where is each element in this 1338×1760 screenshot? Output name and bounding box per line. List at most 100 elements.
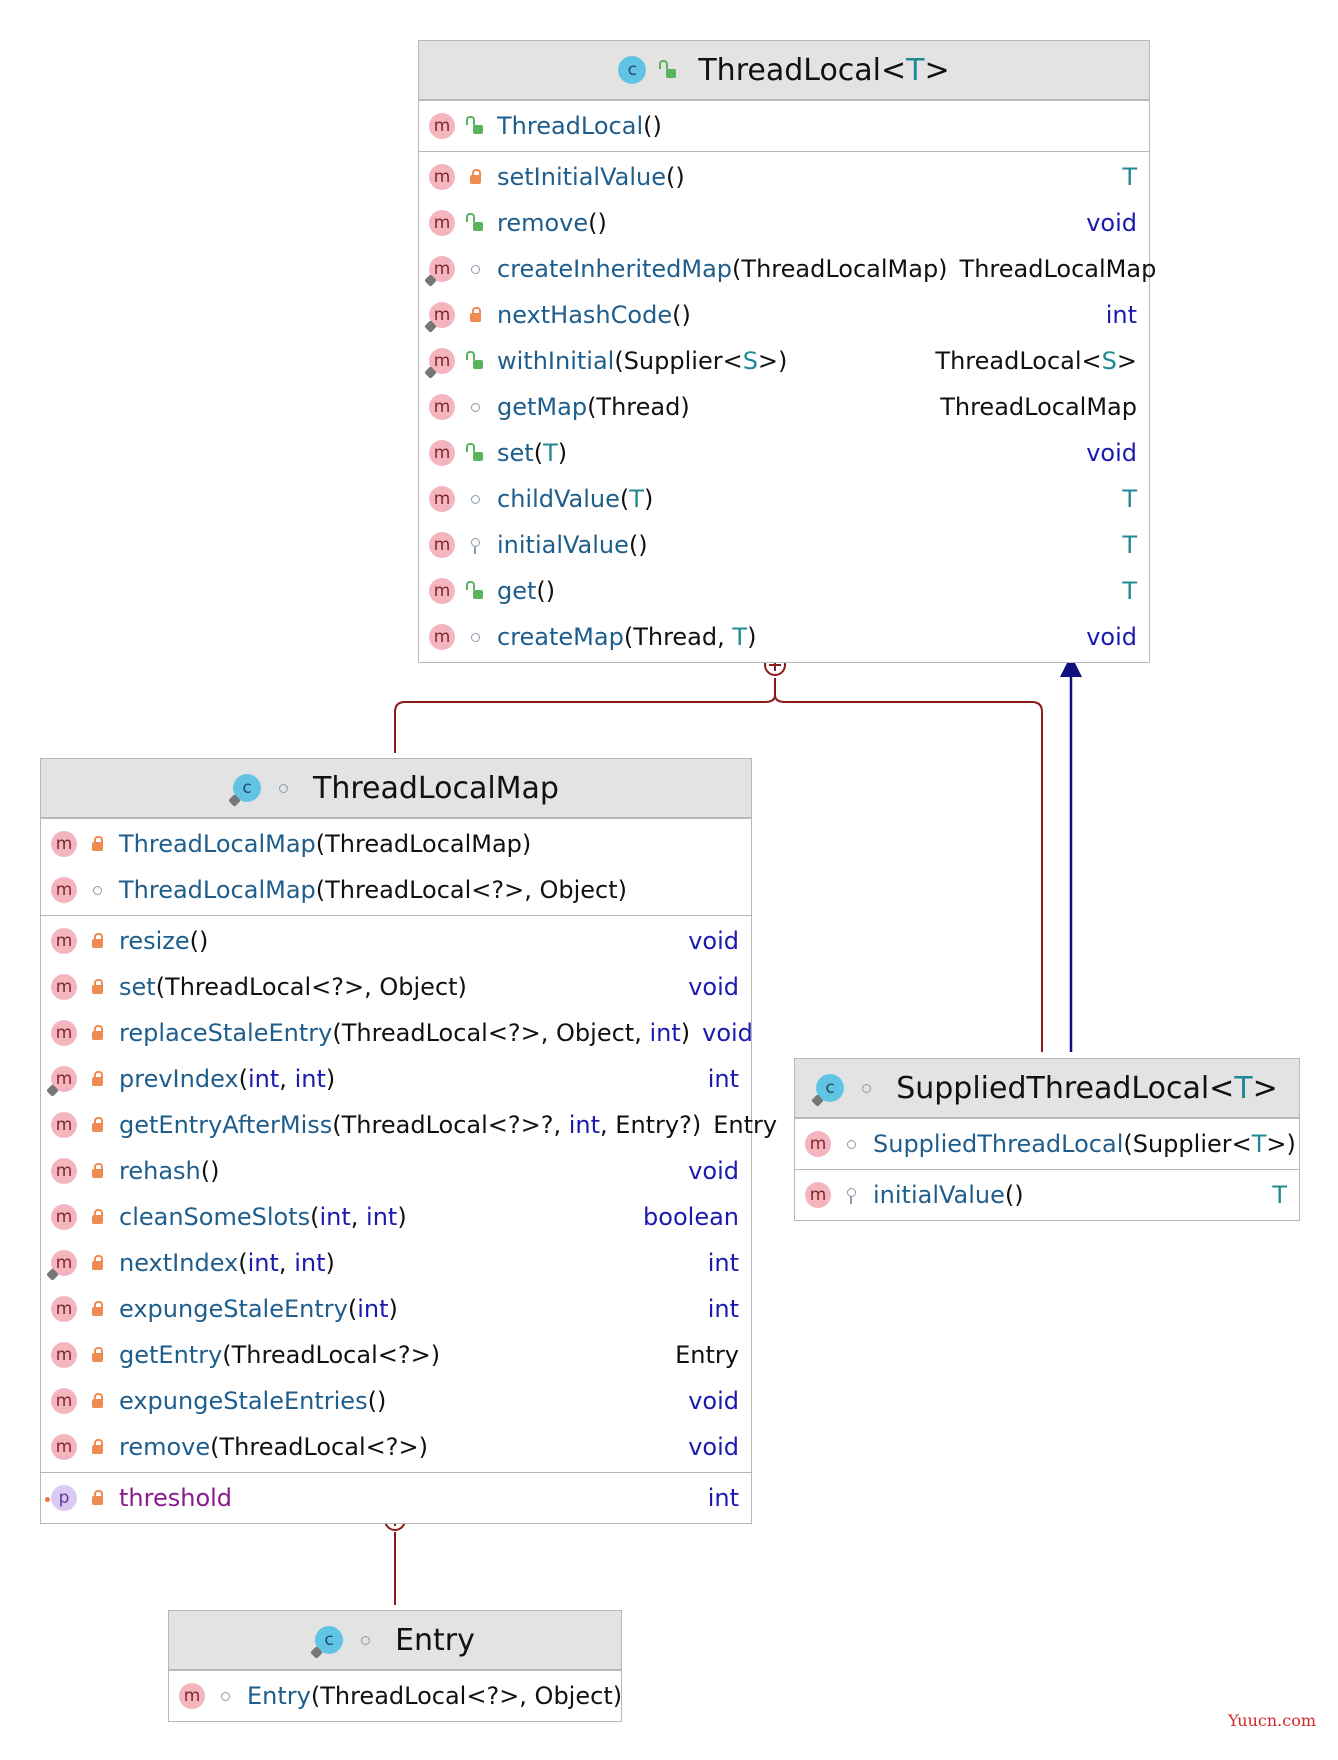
method-icon: m: [51, 1112, 77, 1138]
return-type: void: [688, 1387, 739, 1415]
class-box-threadlocalmap[interactable]: c ThreadLocalMap m ThreadLocalMap(Thread…: [40, 758, 777, 1524]
method-name: createInheritedMap: [497, 255, 733, 283]
return-type: boolean: [643, 1203, 739, 1231]
method-row[interactable]: m setInitialValue() T: [419, 154, 1149, 200]
constructor-name: ThreadLocalMap: [119, 830, 316, 858]
private-lock-icon: [87, 1301, 107, 1316]
return-type: void: [1086, 623, 1137, 651]
package-visibility-icon: [465, 402, 485, 412]
method-icon: m: [51, 974, 77, 1000]
method-icon: m: [429, 624, 455, 650]
method-params: (ThreadLocal<?>): [210, 1433, 428, 1461]
package-visibility-icon: [273, 783, 293, 793]
method-row[interactable]: m nextHashCode() int: [419, 292, 1149, 338]
method-name: set: [497, 439, 534, 467]
private-lock-icon: [87, 933, 107, 948]
constructors-section: m ThreadLocal(): [419, 100, 1149, 151]
method-row[interactable]: m resize() void: [41, 918, 751, 964]
method-row[interactable]: m getMap(Thread) ThreadLocalMap: [419, 384, 1149, 430]
method-icon: m: [429, 113, 455, 139]
method-row[interactable]: m createInheritedMap(ThreadLocalMap) Thr…: [419, 246, 1156, 292]
method-row[interactable]: m createMap(Thread, T) void: [419, 614, 1149, 660]
constructor-row[interactable]: m ThreadLocalMap(ThreadLocalMap): [41, 821, 751, 867]
return-type: T: [1122, 577, 1137, 605]
method-name: replaceStaleEntry: [119, 1019, 333, 1047]
private-lock-icon: [87, 836, 107, 851]
method-name: childValue: [497, 485, 620, 513]
constructor-row[interactable]: m Entry(ThreadLocal<?>, Object): [169, 1673, 622, 1719]
method-row[interactable]: m cleanSomeSlots(int, int) boolean: [41, 1194, 751, 1240]
package-visibility-icon: [215, 1691, 235, 1701]
constructors-section: m SuppliedThreadLocal(Supplier<T>): [795, 1118, 1299, 1169]
method-icon: m: [51, 831, 77, 857]
method-row[interactable]: m withInitial(Supplier<S>) ThreadLocal<S…: [419, 338, 1149, 384]
method-row[interactable]: m getEntry(ThreadLocal<?>) Entry: [41, 1332, 751, 1378]
method-row[interactable]: m rehash() void: [41, 1148, 751, 1194]
constructor-params: (ThreadLocalMap): [315, 830, 532, 858]
constructor-row[interactable]: m ThreadLocalMap(ThreadLocal<?>, Object): [41, 867, 751, 913]
static-method-icon: m: [429, 348, 455, 374]
constructor-row[interactable]: m ThreadLocal(): [419, 103, 1149, 149]
method-name: prevIndex: [119, 1065, 239, 1093]
return-type: T: [1122, 531, 1137, 559]
method-params: (Supplier<S>): [614, 347, 788, 375]
method-row[interactable]: m get() T: [419, 568, 1149, 614]
static-method-icon: m: [51, 1250, 77, 1276]
method-row[interactable]: m expungeStaleEntries() void: [41, 1378, 751, 1424]
method-icon: m: [179, 1683, 205, 1709]
private-lock-icon: [87, 1255, 107, 1270]
method-icon: m: [51, 928, 77, 954]
field-row[interactable]: p threshold int: [41, 1475, 751, 1521]
method-icon: m: [51, 877, 77, 903]
method-name: initialValue: [873, 1181, 1005, 1209]
method-params: (): [536, 577, 556, 605]
return-type: void: [702, 1019, 753, 1047]
static-method-icon: m: [429, 302, 455, 328]
class-box-entry[interactable]: c Entry m Entry(ThreadLocal<?>, Object): [168, 1610, 622, 1722]
return-type: T: [1122, 163, 1137, 191]
method-icon: m: [429, 532, 455, 558]
private-lock-icon: [87, 1393, 107, 1408]
private-lock-icon: [87, 1025, 107, 1040]
method-row[interactable]: m expungeStaleEntry(int) int: [41, 1286, 751, 1332]
return-type: int: [1105, 301, 1137, 329]
methods-section: m setInitialValue() T m remove() void m …: [419, 151, 1156, 662]
method-params: (T): [533, 439, 568, 467]
class-header-entry: c Entry: [169, 1611, 621, 1670]
method-row[interactable]: m replaceStaleEntry(ThreadLocal<?>, Obje…: [41, 1010, 753, 1056]
constructor-row[interactable]: m SuppliedThreadLocal(Supplier<T>): [795, 1121, 1299, 1167]
method-row[interactable]: m childValue(T) T: [419, 476, 1149, 522]
constructor-name: ThreadLocal: [497, 112, 644, 140]
method-params: (): [588, 209, 607, 237]
method-name: initialValue: [497, 531, 629, 559]
method-row[interactable]: m initialValue() T: [795, 1172, 1299, 1218]
method-params: (): [628, 531, 648, 559]
class-box-threadlocal[interactable]: c ThreadLocal<T> m ThreadLocal() m setIn…: [418, 40, 1156, 663]
constructors-section: m ThreadLocalMap(ThreadLocalMap) m Threa…: [41, 818, 751, 915]
property-icon: p: [45, 1485, 77, 1511]
method-params: (int, int): [238, 1249, 335, 1277]
class-box-suppliedthreadlocal[interactable]: c SuppliedThreadLocal<T> m SuppliedThrea…: [794, 1058, 1300, 1221]
method-row[interactable]: m prevIndex(int, int) int: [41, 1056, 751, 1102]
method-name: getEntryAfterMiss: [119, 1111, 333, 1139]
method-row[interactable]: m set(T) void: [419, 430, 1149, 476]
method-name: createMap: [497, 623, 624, 651]
method-name: getEntry: [119, 1341, 223, 1369]
method-icon: m: [429, 578, 455, 604]
class-title: Entry: [395, 1622, 475, 1658]
method-row[interactable]: m remove() void: [419, 200, 1149, 246]
method-row[interactable]: m set(ThreadLocal<?>, Object) void: [41, 964, 751, 1010]
method-icon: m: [429, 440, 455, 466]
method-params: (int, int): [238, 1065, 336, 1093]
field-type: int: [707, 1484, 739, 1512]
method-icon: m: [429, 210, 455, 236]
method-icon: m: [51, 1020, 77, 1046]
method-row[interactable]: m initialValue() T: [419, 522, 1149, 568]
class-title: ThreadLocal<T>: [698, 52, 950, 88]
method-row[interactable]: m remove(ThreadLocal<?>) void: [41, 1424, 751, 1470]
package-visibility-icon: [355, 1635, 375, 1645]
method-params: (): [666, 163, 685, 191]
method-row[interactable]: m getEntryAfterMiss(ThreadLocal<?>?, int…: [41, 1102, 777, 1148]
method-row[interactable]: m nextIndex(int, int) int: [41, 1240, 751, 1286]
public-visibility-icon: [465, 442, 485, 461]
